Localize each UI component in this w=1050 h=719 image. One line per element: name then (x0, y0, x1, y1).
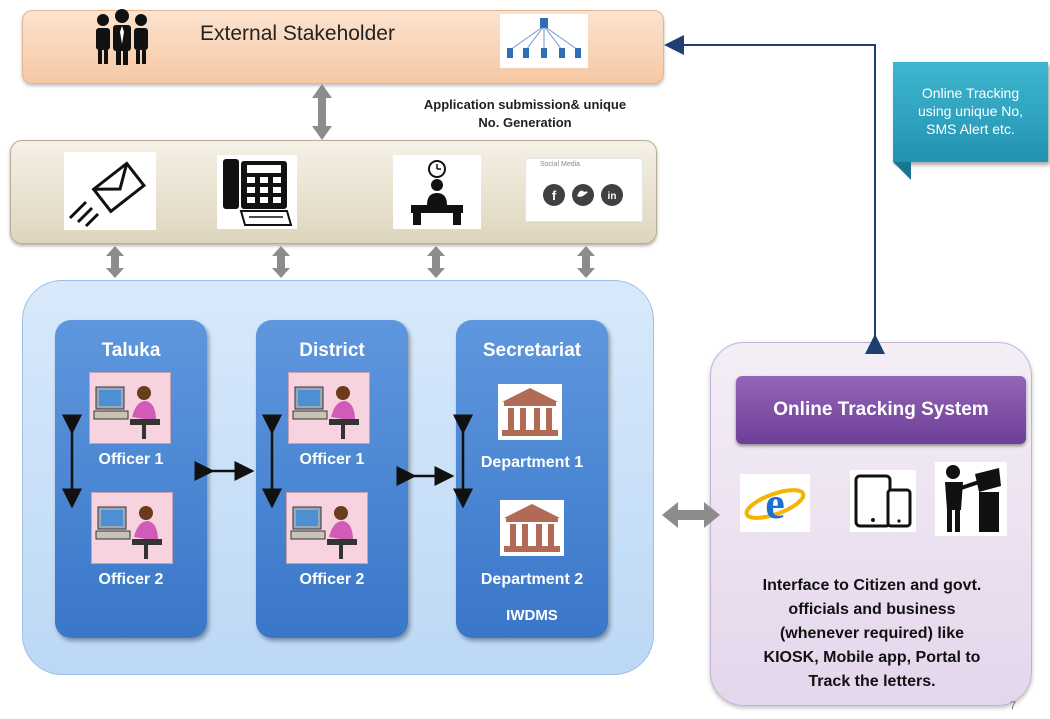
department-2-label: Department 2 (480, 571, 584, 588)
taluka-title: Taluka (101, 340, 161, 361)
submission-note-line2: No. Generation (478, 115, 572, 130)
department-building-icon (498, 384, 562, 440)
interface-line: Track the letters. (808, 673, 936, 690)
interface-line: (whenever required) like (779, 625, 965, 642)
help-desk-icon (393, 155, 481, 229)
secretariat-column (456, 320, 608, 638)
officer-computer-icon (91, 492, 173, 564)
callout-line2: using unique No, (917, 103, 1024, 119)
taluka-officer-2-label: Officer 2 (98, 571, 164, 588)
tracking-connector (664, 35, 885, 354)
black-double-arrow (62, 414, 473, 509)
submission-note-line1: Application submission& unique (423, 97, 627, 112)
department-building-icon (500, 500, 564, 556)
kiosk-user-icon (935, 462, 1007, 536)
online-tracking-system-title: Online Tracking System (736, 376, 1026, 444)
svg-text:e: e (765, 479, 785, 528)
social-media-caption: Social Media (540, 161, 581, 168)
gray-double-arrow (312, 84, 332, 140)
district-officer-1-label: Officer 1 (299, 451, 365, 468)
gray-double-arrow (662, 502, 720, 528)
email-icon (64, 152, 156, 230)
stakeholder-network-icon (500, 14, 588, 68)
department-1-label: Department 1 (480, 454, 584, 471)
iwdms-label: IWDMS (506, 607, 558, 624)
svg-text:f: f (552, 188, 557, 203)
page-number: 7 (1010, 700, 1017, 712)
interface-line: officials and business (788, 601, 956, 618)
submission-note: Application submission& unique No. Gener… (380, 96, 670, 132)
external-stakeholder-title: External Stakeholder (200, 22, 395, 45)
internet-explorer-icon: e (740, 474, 810, 532)
online-tracking-callout: Online Tracking using unique No, SMS Ale… (893, 62, 1048, 180)
interface-description: Interface to Citizen and govt. officials… (722, 574, 1022, 694)
black-double-arrow (194, 461, 455, 486)
interface-line: Interface to Citizen and govt. (762, 577, 982, 594)
svg-text:in: in (608, 191, 617, 202)
officer-computer-icon (286, 492, 368, 564)
officer-computer-icon (89, 372, 171, 444)
mobile-tablet-icon (850, 470, 916, 532)
interface-line: KIOSK, Mobile app, Portal to (763, 649, 981, 666)
district-officer-2-label: Officer 2 (299, 571, 365, 588)
callout-line1: Online Tracking (921, 85, 1020, 101)
people-group-icon (92, 8, 152, 66)
gray-double-arrow (106, 246, 595, 278)
fax-machine-icon (217, 155, 297, 229)
district-title: District (299, 340, 365, 361)
secretariat-title: Secretariat (482, 340, 582, 361)
social-media-icon: Social Media f in (525, 158, 643, 222)
taluka-officer-1-label: Officer 1 (98, 451, 164, 468)
officer-computer-icon (288, 372, 370, 444)
callout-line3: SMS Alert etc. (926, 121, 1015, 137)
